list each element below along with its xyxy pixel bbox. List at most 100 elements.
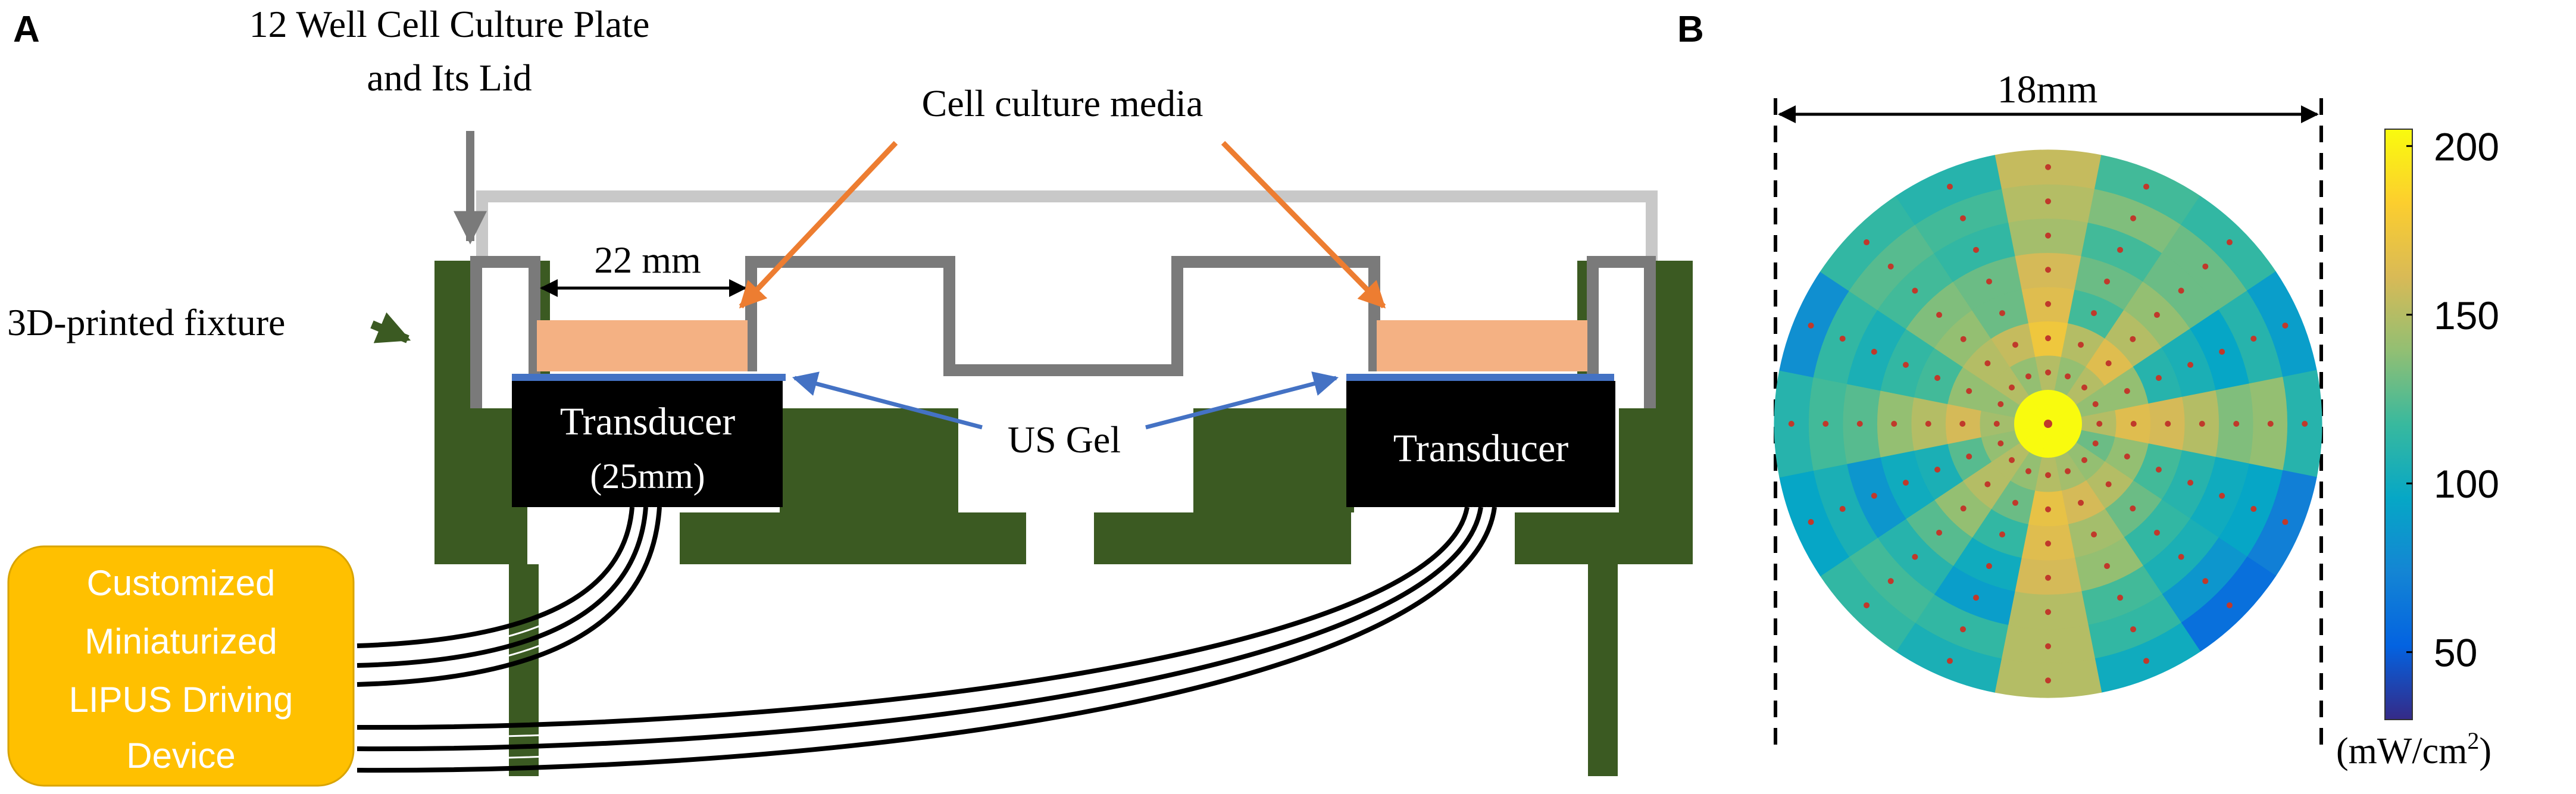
- measurement-point: [1984, 481, 1991, 487]
- fixture-label: 3D-printed fixture: [7, 301, 285, 343]
- cable-right-3: [357, 507, 1497, 773]
- fixture-right-base-left: [1193, 408, 1354, 512]
- measurement-point: [2045, 301, 2051, 307]
- measurement-point: [1997, 440, 2004, 447]
- measurement-point: [1984, 360, 1991, 367]
- measurement-point: [1891, 421, 1897, 427]
- measurement-point: [2092, 401, 2099, 407]
- measurement-point: [2130, 215, 2137, 221]
- fixture-right-wall: [1656, 261, 1693, 408]
- measurement-point: [2045, 609, 2051, 615]
- measurement-point: [1946, 183, 1953, 190]
- colorbar-tick-label: 200: [2434, 124, 2499, 168]
- measurement-point: [2117, 595, 2124, 601]
- measurement-point: [1997, 401, 2004, 407]
- media-arrow-right: [1221, 140, 1386, 309]
- gel-left: [512, 374, 786, 381]
- fixture-right-leg: [1588, 564, 1618, 776]
- measurement-point: [2282, 519, 2289, 526]
- measurement-point: [2045, 677, 2051, 684]
- measurement-point: [2025, 468, 2031, 474]
- measurement-point: [2219, 493, 2225, 499]
- device-label-line1: Customized: [87, 563, 276, 603]
- measurement-point: [2012, 342, 2018, 348]
- panel-label-b: B: [1677, 9, 1704, 50]
- cable-right-1: [357, 507, 1470, 730]
- measurement-point: [1887, 578, 1894, 584]
- measurement-point: [1986, 563, 1992, 570]
- measurement-point: [2045, 232, 2051, 239]
- measurement-point: [1839, 506, 1846, 512]
- measurement-point: [2267, 421, 2274, 427]
- measurement-point: [1966, 454, 1972, 460]
- measurement-point: [1972, 595, 1979, 601]
- measurement-point: [1959, 421, 1966, 427]
- measurement-point: [2155, 467, 2162, 473]
- measurement-point: [1839, 335, 1846, 342]
- measurement-point: [2202, 263, 2209, 270]
- measurement-point: [2178, 287, 2184, 294]
- fixture-left-base-right: [780, 408, 958, 512]
- measurement-point-center: [2044, 420, 2052, 428]
- measurement-point: [1936, 529, 1943, 536]
- measurement-point: [2155, 374, 2162, 381]
- measurement-point: [2105, 360, 2112, 367]
- measurement-point: [2045, 164, 2051, 170]
- measurement-point: [1871, 348, 1877, 355]
- measurement-point: [2233, 421, 2240, 427]
- measurement-point: [1999, 310, 2005, 317]
- measurement-point: [2130, 421, 2137, 427]
- measurement-point: [2009, 457, 2015, 463]
- panel-label-a: A: [13, 9, 40, 50]
- cable-left-2: [357, 507, 648, 668]
- measurement-point: [2091, 310, 2097, 317]
- transducer-left-label: Transducer: [560, 400, 736, 443]
- measurement-point: [1959, 215, 1966, 221]
- transducer-right-label: Transducer: [1393, 427, 1569, 470]
- measurement-point: [2178, 554, 2184, 560]
- measurement-point: [2045, 643, 2051, 649]
- measurement-point: [2045, 335, 2051, 342]
- measurement-point: [2117, 246, 2124, 253]
- measurement-point: [1912, 287, 1918, 294]
- measurement-point: [2104, 278, 2111, 285]
- measurement-point: [2012, 499, 2018, 506]
- measurement-point: [1986, 278, 1992, 285]
- measurement-point: [1960, 505, 1967, 512]
- measurement-point: [1902, 480, 1909, 486]
- measurement-point: [2065, 373, 2071, 380]
- device-label-line3: LIPUS Driving: [69, 680, 293, 720]
- measurement-point: [2045, 369, 2051, 376]
- measurement-point: [1864, 239, 1870, 246]
- measurement-point: [2219, 348, 2225, 355]
- measurement-point: [1959, 626, 1966, 633]
- media-label: Cell culture media: [922, 82, 1203, 124]
- measurement-point: [2078, 342, 2084, 348]
- fixture-right-lower: [1094, 512, 1351, 564]
- colorbar-tick-label: 150: [2434, 293, 2499, 337]
- fixture-label-arrow: [370, 312, 411, 343]
- measurement-point: [1808, 519, 1814, 526]
- measurement-point: [2104, 563, 2111, 570]
- polar-heatmap: [1774, 149, 2322, 698]
- cables: [357, 507, 1497, 773]
- measurement-point: [2081, 457, 2087, 463]
- transducer-left-size: (25mm): [590, 457, 705, 496]
- heatmap-cell: [1895, 155, 2002, 226]
- measurement-point: [1912, 554, 1918, 560]
- measurement-point: [2081, 385, 2087, 391]
- measurement-point: [1934, 467, 1941, 473]
- panel-a: A Transducer (2: [7, 3, 1693, 787]
- measurement-point: [2130, 505, 2136, 512]
- measurement-point: [1925, 421, 1931, 427]
- cables-inner: [357, 507, 1489, 761]
- measurement-point: [2199, 421, 2205, 427]
- colorbar-tick-label: 50: [2434, 631, 2477, 675]
- colorbar: [2384, 129, 2413, 720]
- measurement-point: [2250, 335, 2257, 342]
- measurement-point: [2045, 506, 2051, 512]
- colorbar-tick-label: 100: [2434, 462, 2499, 506]
- measurement-point: [2187, 480, 2194, 486]
